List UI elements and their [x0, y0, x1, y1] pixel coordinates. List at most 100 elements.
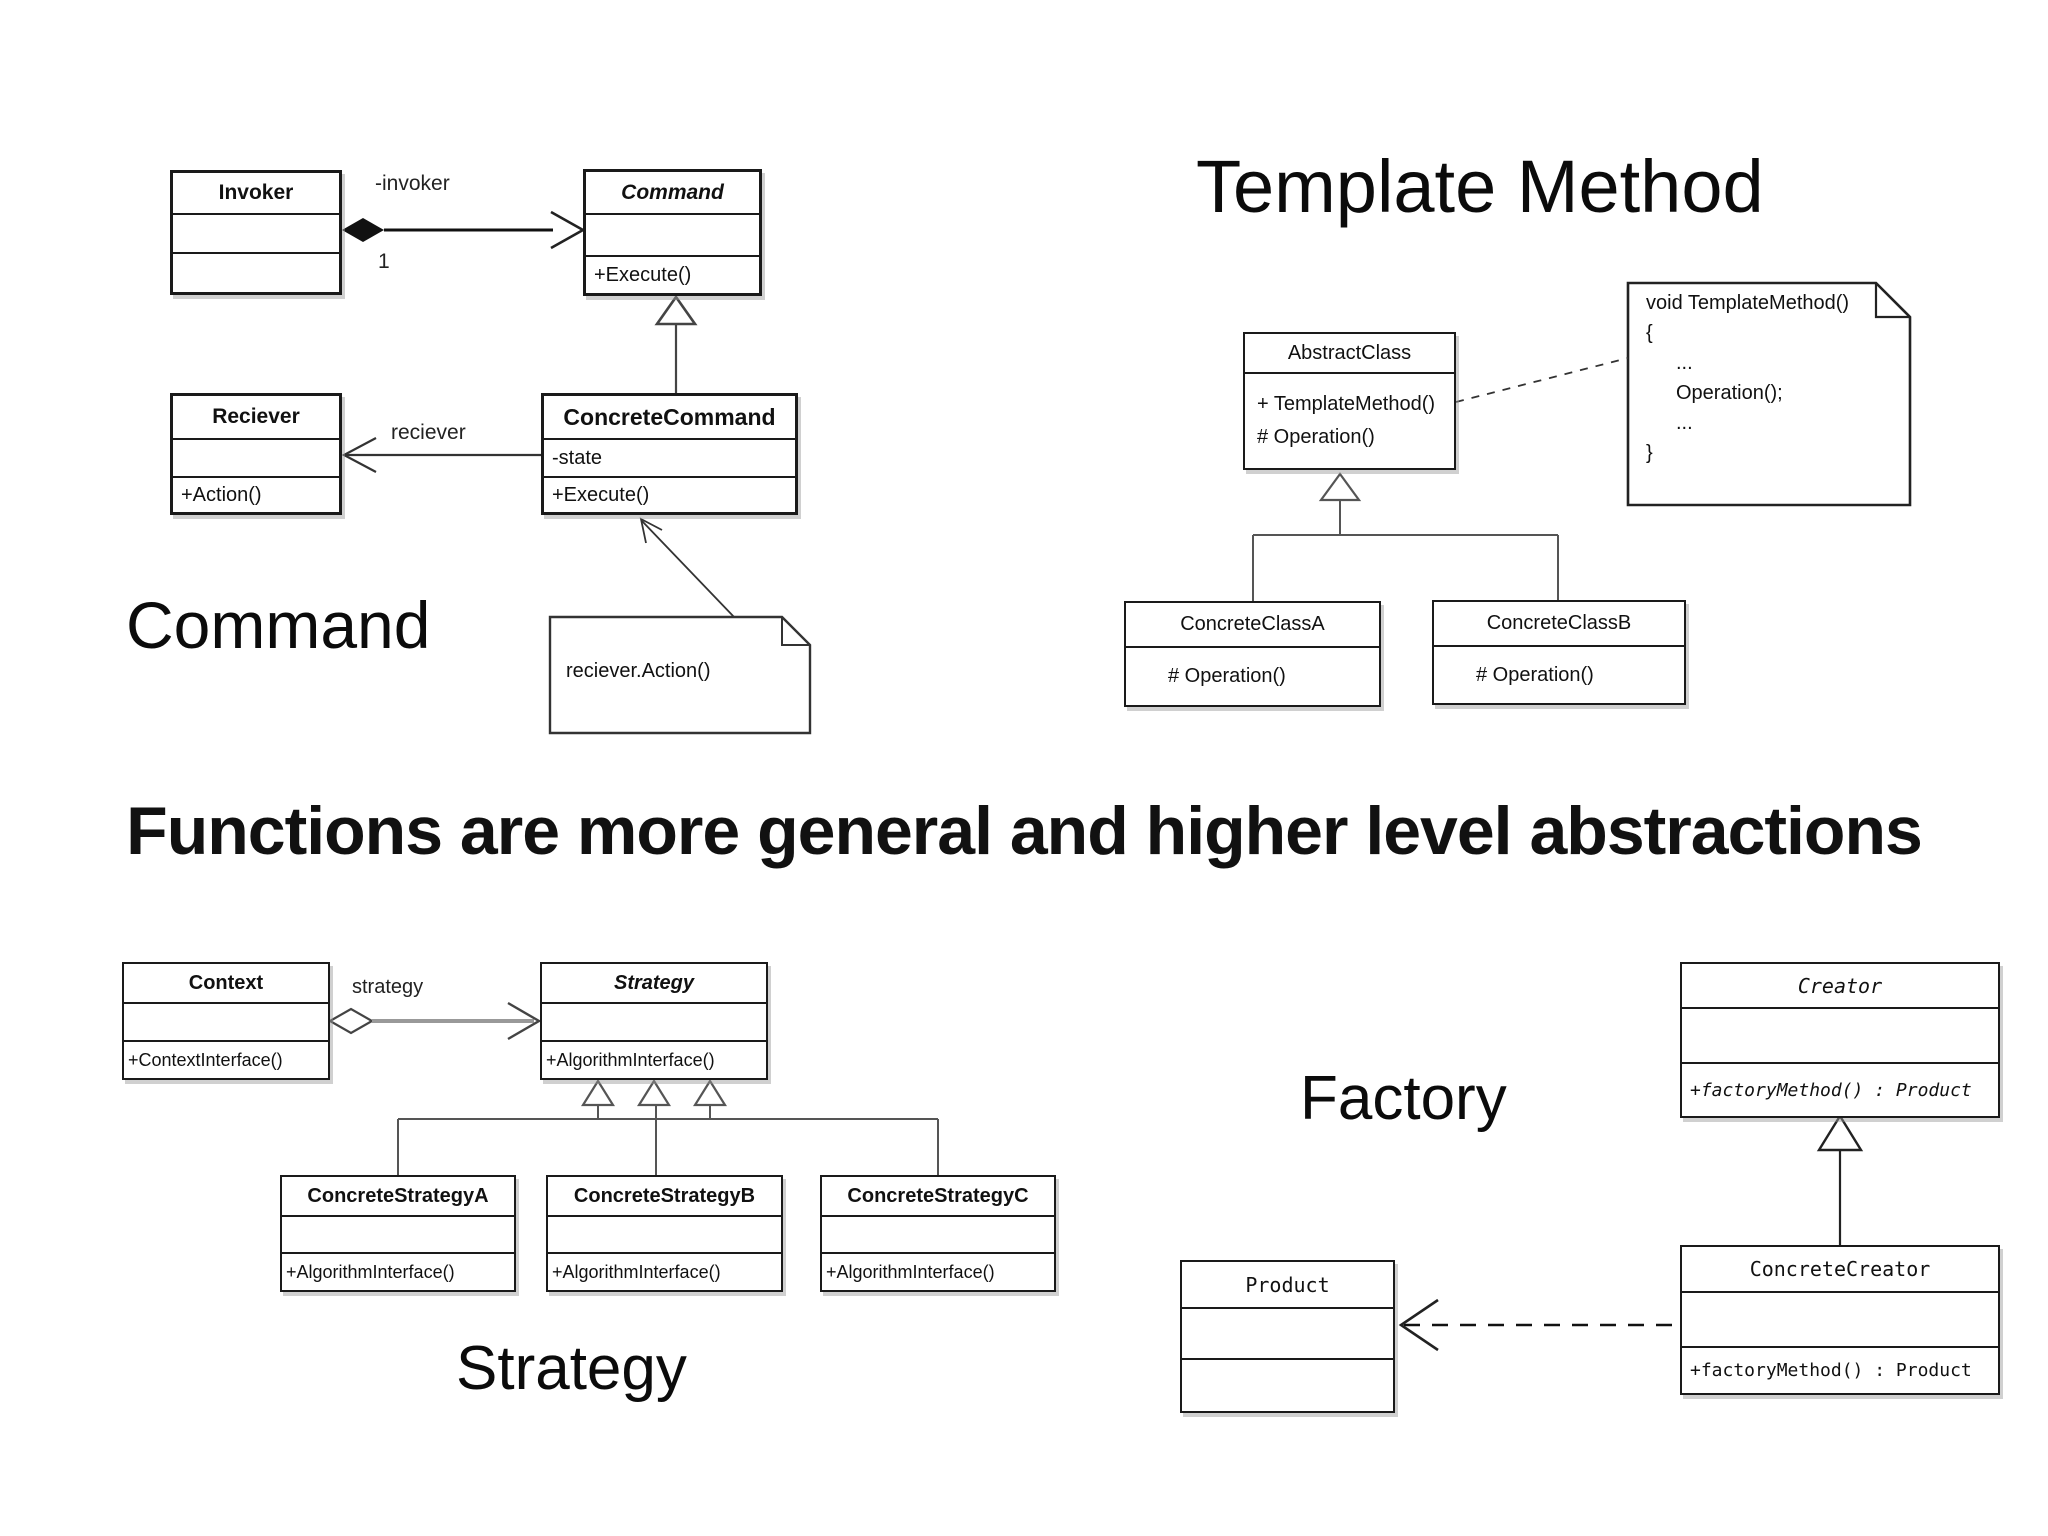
- hollow-triangle: [654, 294, 698, 326]
- association-role-label: strategy: [352, 976, 424, 998]
- class-operations: +factoryMethod() : Product: [1682, 1348, 1998, 1393]
- template-note-anchor: [1455, 357, 1629, 403]
- class-operations: +Action(): [173, 478, 339, 512]
- filled-diamond: [342, 218, 384, 242]
- section-label-command: Command: [126, 588, 431, 662]
- note-line: }: [1646, 442, 1653, 464]
- class-attributes-empty: [173, 215, 339, 254]
- class-attributes-empty: [1682, 1009, 1998, 1064]
- template-inheritance-tree: [1252, 472, 1559, 601]
- operation: +factoryMethod() : Product: [1690, 1079, 1972, 1101]
- association-role-label: reciever: [391, 421, 466, 444]
- operation: +AlgorithmInterface(): [552, 1261, 721, 1282]
- class-operations: +AlgorithmInterface(): [282, 1254, 514, 1290]
- class-title: Reciever: [173, 396, 339, 440]
- class-attributes-empty: [282, 1217, 514, 1254]
- class-attributes-empty: [1182, 1309, 1393, 1360]
- command-reciever-association: [341, 437, 541, 473]
- hollow-triangle: [1318, 472, 1362, 502]
- command-note-text: reciever.Action(): [566, 660, 711, 682]
- class-title: ConcreteClassB: [1434, 602, 1684, 647]
- class-operations: +AlgorithmInterface(): [822, 1254, 1054, 1290]
- section-label-template-method: Template Method: [1196, 145, 1764, 228]
- operation: +Action(): [181, 483, 262, 506]
- open-arrowhead: [550, 210, 586, 250]
- class-attributes-empty: [124, 1004, 328, 1042]
- class-operations-empty: [173, 254, 339, 292]
- operation: +Execute(): [594, 263, 692, 286]
- class-product: Product: [1180, 1260, 1395, 1413]
- class-title: Product: [1182, 1262, 1393, 1309]
- hollow-triangle: [1816, 1113, 1864, 1152]
- class-attributes-empty: [822, 1217, 1054, 1254]
- class-attributes-empty: [548, 1217, 781, 1254]
- class-concrete-class-b: ConcreteClassB # Operation(): [1432, 600, 1686, 705]
- note-line: {: [1646, 322, 1653, 344]
- class-concrete-strategy-a: ConcreteStrategyA +AlgorithmInterface(): [280, 1175, 516, 1292]
- hollow-triangle: [693, 1078, 727, 1107]
- open-arrowhead: [341, 437, 377, 473]
- class-concrete-strategy-c: ConcreteStrategyC +AlgorithmInterface(): [820, 1175, 1056, 1292]
- class-operations: +ContextInterface(): [124, 1042, 328, 1078]
- note-line: ...: [1676, 412, 1693, 434]
- section-label-factory: Factory: [1300, 1064, 1507, 1133]
- class-title: ConcreteCommand: [544, 396, 795, 440]
- strategy-inheritance-tree: [397, 1078, 939, 1175]
- class-operations: +Execute(): [586, 257, 759, 293]
- class-title: Strategy: [542, 964, 766, 1004]
- note-line: ...: [1676, 352, 1693, 374]
- class-abstract-class: AbstractClass + TemplateMethod() # Opera…: [1243, 332, 1456, 470]
- small-arrowhead: [639, 517, 663, 544]
- section-label-strategy: Strategy: [456, 1334, 687, 1403]
- association-role-label: -invoker: [375, 172, 450, 195]
- open-arrowhead: [1398, 1298, 1439, 1352]
- command-note-link: [639, 517, 736, 619]
- class-title: ConcreteStrategyA: [282, 1177, 514, 1217]
- class-operations: # Operation(): [1434, 647, 1684, 703]
- class-title: ConcreteCreator: [1682, 1247, 1998, 1293]
- operation: # Operation(): [1257, 426, 1375, 448]
- class-operations: +AlgorithmInterface(): [548, 1254, 781, 1290]
- class-reciever: Reciever +Action(): [170, 393, 342, 515]
- hollow-triangle: [637, 1078, 671, 1107]
- class-title: ConcreteStrategyC: [822, 1177, 1054, 1217]
- operation: + TemplateMethod(): [1257, 393, 1436, 415]
- class-context: Context +ContextInterface(): [122, 962, 330, 1080]
- factory-inheritance-link: [1816, 1113, 1864, 1245]
- operation: +ContextInterface(): [128, 1049, 283, 1070]
- class-attributes-empty: [586, 215, 759, 257]
- class-concrete-creator: ConcreteCreator +factoryMethod() : Produ…: [1680, 1245, 2000, 1395]
- open-arrowhead: [507, 1001, 542, 1041]
- command-aggregation-link: [342, 210, 586, 250]
- note-fold: [1874, 283, 1910, 319]
- class-attribute: -state: [544, 440, 795, 478]
- operation: # Operation(): [1168, 665, 1286, 687]
- hollow-triangle: [581, 1078, 615, 1107]
- multiplicity-label: 1: [378, 250, 390, 273]
- class-attributes-empty: [173, 440, 339, 478]
- open-diamond: [327, 1007, 375, 1035]
- class-strategy: Strategy +AlgorithmInterface(): [540, 962, 768, 1080]
- note-line: void TemplateMethod(): [1646, 292, 1850, 314]
- note-line: Operation();: [1676, 382, 1783, 404]
- template-note-text: void TemplateMethod() { ... Operation();…: [1646, 288, 1896, 468]
- class-title: Command: [586, 172, 759, 215]
- template-note-shape: [1626, 281, 1912, 507]
- class-operations: +Execute(): [544, 478, 795, 512]
- class-operations: +factoryMethod() : Product: [1682, 1064, 1998, 1116]
- class-attributes-empty: [1682, 1293, 1998, 1348]
- class-command: Command +Execute(): [583, 169, 762, 296]
- tree-lines: [397, 1105, 939, 1175]
- class-operations: +AlgorithmInterface(): [542, 1042, 766, 1078]
- class-concrete-command: ConcreteCommand -state +Execute(): [541, 393, 798, 515]
- center-statement: Functions are more general and higher le…: [126, 793, 1923, 869]
- class-title: Invoker: [173, 173, 339, 215]
- note-outline: [1626, 281, 1912, 507]
- class-title: AbstractClass: [1245, 334, 1454, 374]
- class-operations: + TemplateMethod() # Operation(): [1245, 374, 1454, 468]
- operation: +AlgorithmInterface(): [286, 1261, 455, 1282]
- class-title: ConcreteStrategyB: [548, 1177, 781, 1217]
- factory-dependency-link: [1398, 1298, 1680, 1352]
- command-inheritance-link: [654, 294, 698, 393]
